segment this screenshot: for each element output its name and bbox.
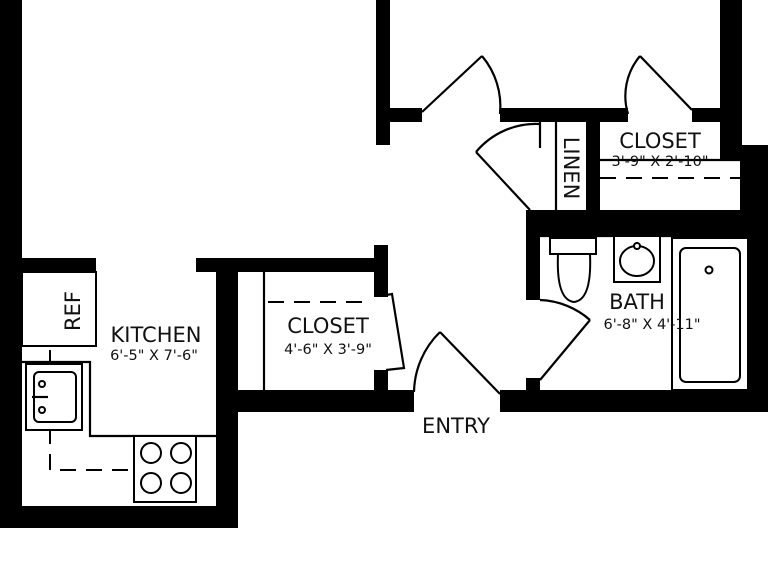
linen-label: LINEN [559,137,583,200]
wall-upper-room-right [720,0,742,160]
wall-closet-right-upper [374,245,388,297]
wall-kitchen-top-left [22,258,96,272]
door-closet-bifold [379,292,406,372]
closet-right-dimension: 3'-9" X 2'-10" [611,154,708,170]
refrigerator-label: REF [61,291,85,331]
closet-left-label: CLOSET [287,314,369,338]
wall-left-upper [0,0,22,270]
door-bath-swing [539,298,591,321]
doors [379,55,693,395]
door-upper-right-leaf [639,55,693,111]
door-bath-leaf [539,319,591,381]
wall-bath-left-upper [526,210,540,300]
wall-bath-left-lower [526,378,540,398]
wall-left-lower [0,258,22,528]
entry-label: ENTRY [422,414,490,438]
wall-closet-right-top [720,145,768,159]
toilet-tank [549,237,597,255]
wall-bottom-kitchen [0,506,238,528]
wall-closet-right-lower [374,370,388,392]
wall-linen-right [586,108,600,216]
wall-bath-right [748,210,768,410]
closet-left-dimension: 4'-6" X 3'-9" [284,342,372,358]
toilet-bowl [556,253,592,304]
door-linen-swing [475,122,541,153]
kitchen-label: KITCHEN [111,323,202,347]
wall-upper-room-left [376,0,390,145]
refrigerator [21,271,97,347]
door-upper-left-swing [481,55,502,115]
closet-right-label: CLOSET [619,129,701,153]
wall-bath-top [526,210,768,236]
bath-label: BATH [609,290,665,314]
bath-dimension: 6'-8" X 4'-11" [603,317,700,333]
door-entry-swing [412,331,441,393]
wall-upper-room-bottom-left [376,108,422,122]
bath-fixtures [549,235,749,391]
room-labels: KITCHEN 6'-5" X 7'-6" REF CLOSET 4'-6" X… [61,129,709,438]
kitchen-dimension: 6'-5" X 7'-6" [110,348,198,364]
wall-closet-top [216,258,386,272]
walls [0,0,768,528]
tub-drain [704,265,714,275]
door-upper-right-swing [624,55,641,115]
door-entry-leaf [439,331,501,395]
kitchen-fixtures [21,271,216,503]
wall-bottom-left [216,390,414,412]
wall-upper-room-bottom-mid [500,108,628,122]
door-linen-leaf [475,151,531,211]
wall-bottom-right [500,390,768,412]
door-upper-left-leaf [421,55,483,113]
